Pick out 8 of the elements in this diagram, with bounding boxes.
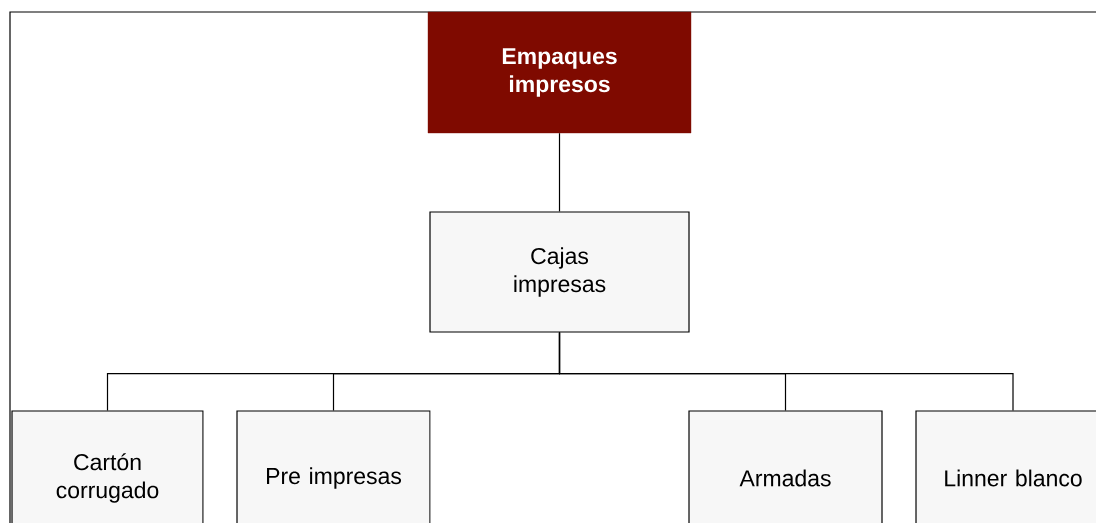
category-box: Armadas [688, 410, 883, 523]
category-box: Cajas impresas [429, 211, 690, 333]
category-box: Linner blanco [915, 410, 1096, 523]
category-box: Cartón corrugado [11, 410, 204, 523]
connector [558, 332, 1014, 411]
connector [558, 132, 561, 212]
category-box: Pre impresas [236, 410, 431, 523]
title-box: Empaques impresos [427, 11, 692, 134]
